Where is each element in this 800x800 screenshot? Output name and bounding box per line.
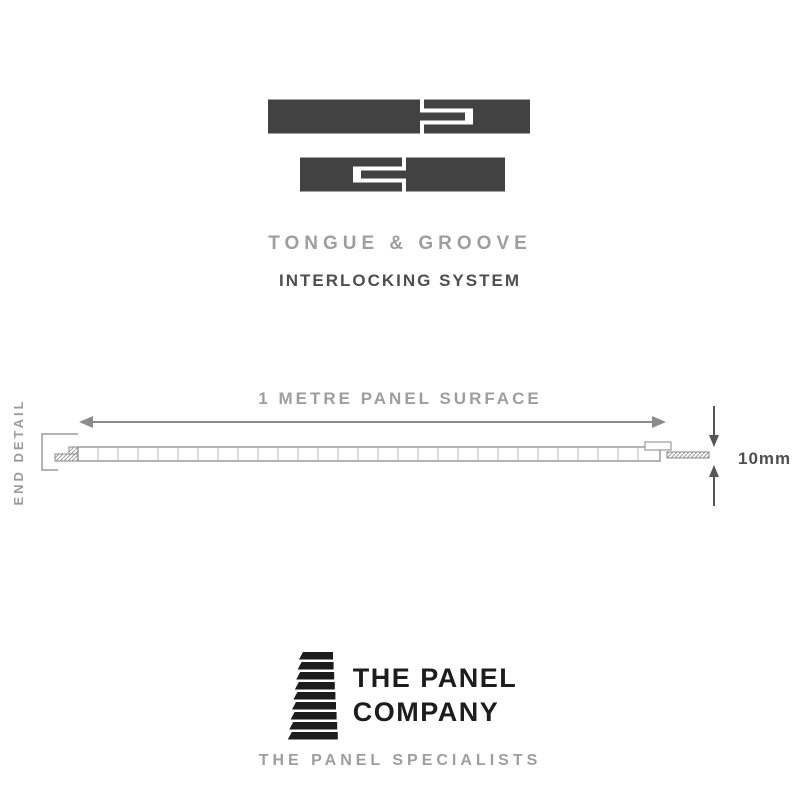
joint-top-left-piece (268, 99, 465, 134)
end-detail-label: END DETAIL (11, 398, 26, 506)
joint-bottom-right-piece (361, 157, 505, 192)
page-title: TONGUE & GROOVE (268, 233, 532, 254)
logo-line-2: COMPANY (352, 697, 500, 727)
arrowhead-right-icon (652, 416, 666, 428)
joint-top-right-piece (424, 99, 530, 134)
end-detail-bracket (41, 433, 78, 471)
right-end-tongue (666, 451, 710, 459)
arrowhead-up-icon (709, 465, 719, 477)
logo-tagline: THE PANEL SPECIALISTS (258, 752, 542, 769)
logo-line-1: THE PANEL (352, 663, 518, 694)
tongue-groove-joint-illustration (268, 99, 530, 192)
width-dimension-arrow (79, 416, 666, 428)
logo-wordmark: THE PANEL COMPANY (353, 662, 518, 730)
panel-segment-lines (97, 447, 639, 461)
thickness-dimension-arrow (709, 406, 719, 506)
page-subtitle: INTERLOCKING SYSTEM (278, 271, 521, 290)
arrowhead-left-icon (79, 416, 93, 428)
right-end-step (644, 441, 672, 451)
panel-body (77, 446, 661, 462)
panel-cross-section (41, 433, 710, 471)
arrowhead-down-icon (709, 435, 719, 447)
stacked-panels-logo-icon (287, 652, 338, 740)
thickness-label: 10mm (738, 449, 792, 468)
panel-surface-label: 1 METRE PANEL SURFACE (258, 389, 542, 408)
joint-bottom-left-piece (300, 157, 402, 192)
logo: THE PANEL COMPANY (0, 650, 800, 742)
